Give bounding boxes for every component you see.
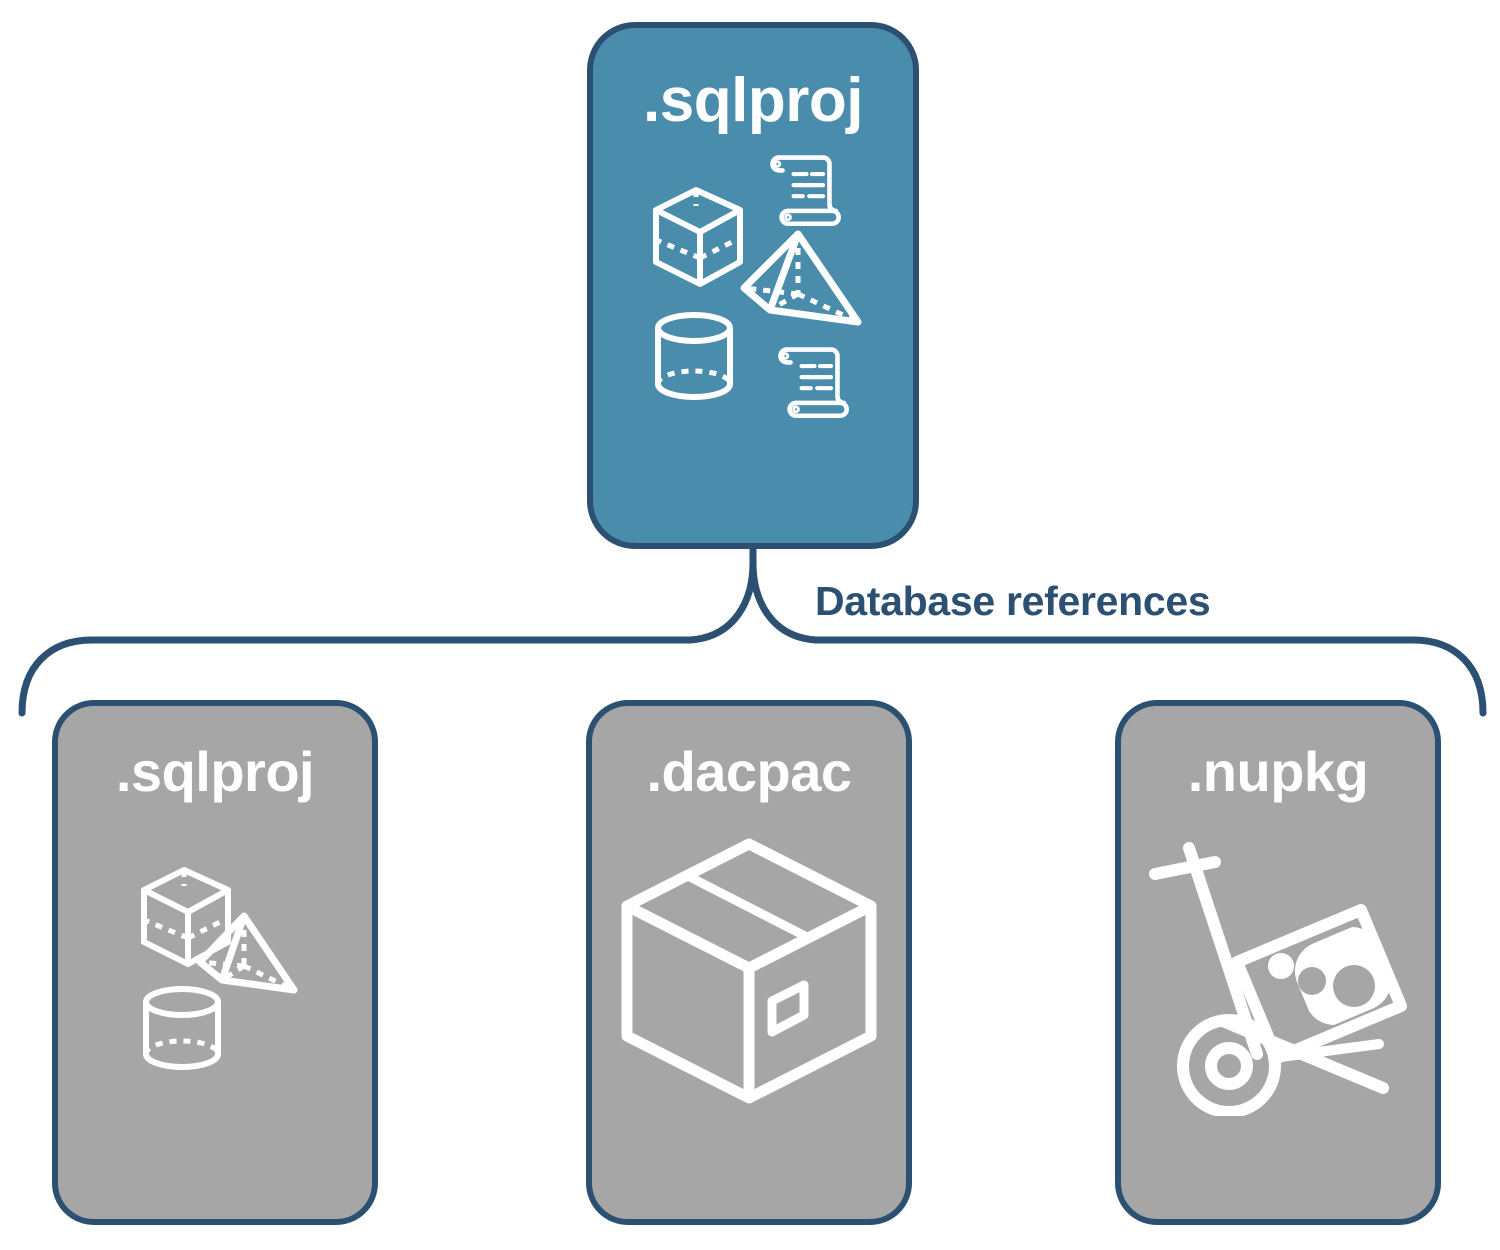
root-node-artwork <box>638 150 868 435</box>
root-node-label: .sqlproj <box>643 66 863 135</box>
wheel-outer <box>1177 1014 1281 1118</box>
leaf-node-sqlproj[interactable]: .sqlproj <box>52 700 378 1225</box>
leaf-node-label-nupkg: .nupkg <box>1187 740 1369 803</box>
leaf-artwork-nupkg <box>1133 826 1423 1121</box>
leaf-artwork-sqlproj <box>100 826 330 1081</box>
cylinder-wireframe-icon <box>143 986 221 1070</box>
wheel-hub <box>1205 1042 1253 1090</box>
hand-truck-package-icon <box>1149 842 1407 1118</box>
shipping-box-icon <box>621 838 877 1104</box>
root-node-sqlproj[interactable]: .sqlproj <box>587 22 919 549</box>
nuget-glyph <box>1268 927 1392 1025</box>
package-outline <box>1231 904 1407 1064</box>
leaf-node-label-dacpac: .dacpac <box>646 740 852 803</box>
scroll-icon <box>778 347 849 419</box>
leaf-node-label-sqlproj: .sqlproj <box>115 740 315 803</box>
pyramid-wireframe-icon <box>196 912 298 994</box>
leaf-node-nupkg[interactable]: .nupkg <box>1115 700 1441 1225</box>
cube-wireframe-icon <box>141 867 231 967</box>
brace-label: Database references <box>815 578 1211 624</box>
database-objects-illustration <box>141 867 298 1070</box>
database-objects-illustration <box>653 155 862 419</box>
brace-left-arm <box>18 559 757 717</box>
scroll-icon <box>770 155 841 227</box>
leaf-artwork-dacpac <box>604 826 894 1121</box>
cylinder-wireframe-icon <box>655 312 733 400</box>
cube-wireframe-icon <box>653 187 743 287</box>
pyramid-wireframe-icon <box>740 230 862 326</box>
leaf-node-dacpac[interactable]: .dacpac <box>586 700 912 1225</box>
